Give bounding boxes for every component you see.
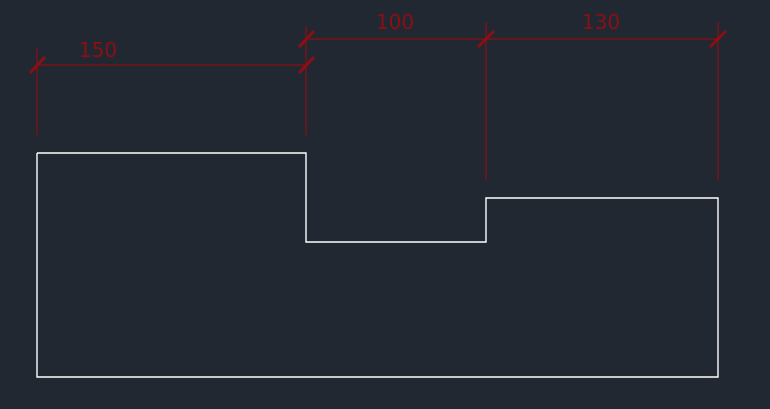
tick-mark <box>708 29 728 49</box>
dimension-label: 150 <box>79 38 117 62</box>
dimension-label: 100 <box>376 10 414 34</box>
dimension-150: 150 <box>28 38 316 135</box>
dimension-100: 100 <box>297 10 496 180</box>
tick-mark <box>28 55 47 75</box>
tick-mark <box>297 29 316 49</box>
dimension-label: 130 <box>582 10 620 34</box>
part-outline <box>36 152 719 378</box>
dimension-130: 130 <box>486 10 728 180</box>
tick-mark <box>297 55 316 75</box>
